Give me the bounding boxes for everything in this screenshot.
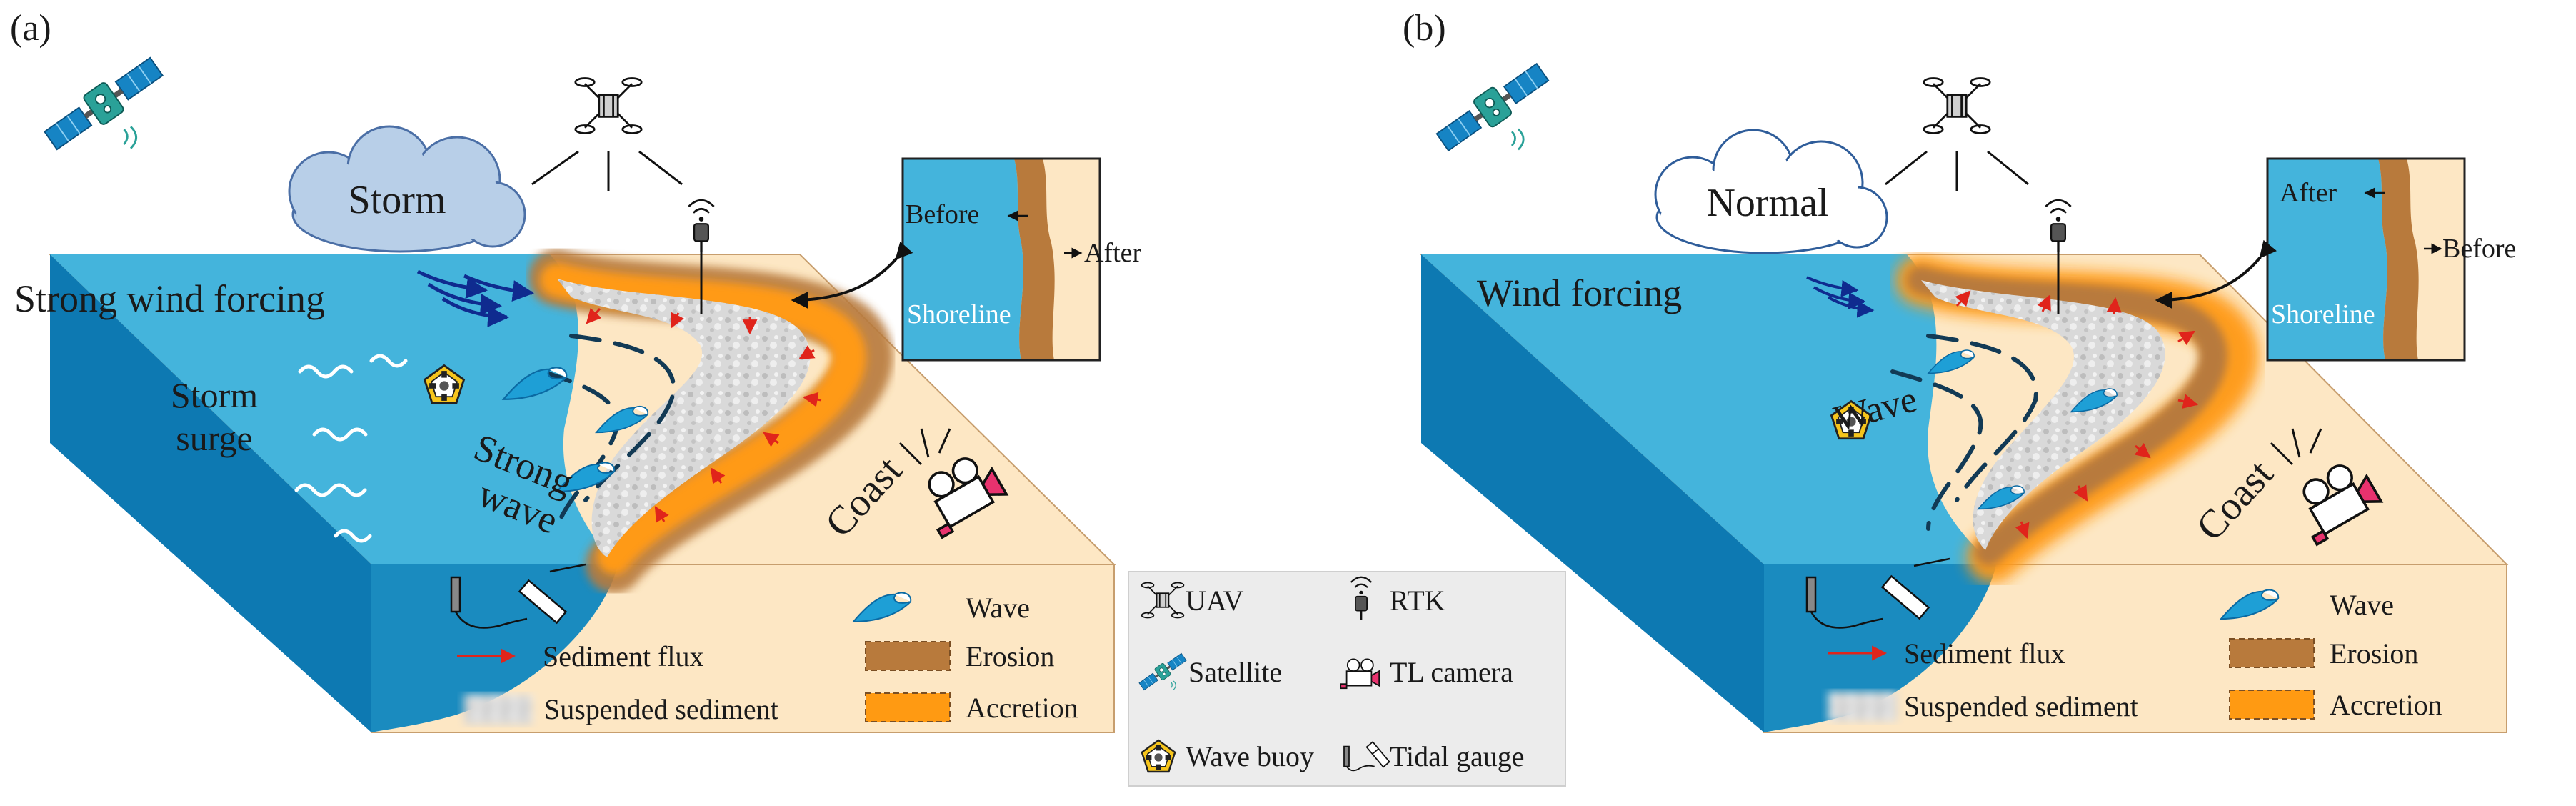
storm-cloud-a [288,125,526,253]
accretion-band-a [540,263,866,574]
wind-label-a: Strong wind forcing [14,277,325,320]
legend-erosion-b: Erosion [2330,637,2418,670]
inset-shoreline-b: Shoreline [2271,299,2375,329]
uav-icon [574,77,643,134]
legend-uav: UAV [1186,584,1244,617]
sea-side-a [50,254,371,732]
uav-view-lines-a [531,150,683,191]
legend-accretion-a: Accretion [966,692,1078,724]
inset-link-arrow-b [2155,239,2277,309]
legend-a [457,592,951,725]
normal-cloud-b [1654,129,1888,254]
shoreline-inset-a [901,157,1101,362]
legend-satellite: Satellite [1188,656,1282,688]
wind-label-b: Wind forcing [1477,272,1682,314]
rtk-icon [687,199,716,254]
legend-wave-a: Wave [966,592,1030,624]
sediment-flux-arrows-b [1955,290,2199,539]
legend-suspended-b: Suspended sediment [1904,690,2138,722]
front-tidal-gauge-b [1805,557,1950,629]
currents-b [1890,334,2038,531]
suspended-sediment-b [1921,280,2165,550]
legend-wave-b: Wave [2330,589,2394,621]
shoreline-inset-b [2266,157,2466,362]
inset-after-a: After [1084,238,1142,268]
surge-label-a-2: surge [176,418,252,458]
legend-flux-a: Sediment flux [543,640,704,672]
inset-after-b: After [2280,178,2337,208]
panel-a: Storm (a) Strong wind forcing Storm surg… [10,8,1142,733]
inset-shoreline-a: Shoreline [907,299,1011,329]
rtk-icon [2044,199,2073,254]
camera-view-lines-a [898,428,951,466]
panel-tag-b: (b) [1403,8,1446,49]
legend-tidal-gauge: Tidal gauge [1390,740,1525,772]
inset-link-arrow-a [791,241,913,309]
satellite-icon [39,51,168,156]
legend-tl-camera: TL camera [1390,656,1513,688]
suspended-sediment-a [557,279,811,557]
legend-b [1828,589,2315,722]
uav-icon [1923,77,1991,134]
sea-side-b [1421,254,1764,732]
front-tidal-gauge-a [450,563,586,629]
satellite-icon [1432,57,1553,157]
uav-view-lines-b [1885,150,2029,191]
camera-view-lines-b [2270,428,2322,466]
legend-suspended-a: Suspended sediment [544,693,778,725]
panel-tag-a: (a) [10,8,51,49]
cloud-label-b: Normal [1706,181,1828,225]
surge-whitecaps-a [294,354,408,543]
currents-a [541,334,676,531]
inset-before-a: Before [906,199,979,229]
wind-arrows-b [1806,276,1875,318]
sea-surface-b [1421,254,1993,564]
instrument-legend [1128,571,1566,787]
legend-wave-buoy: Wave buoy [1186,740,1314,772]
sediment-flux-arrows-a [586,307,822,523]
legend-rtk: RTK [1390,584,1445,617]
legend-erosion-a: Erosion [966,640,1054,672]
cloud-label-a: Storm [349,178,446,222]
wind-arrows-a [416,269,534,327]
surge-label-a-1: Storm [171,375,258,415]
panel-b: Normal (b) Wind forcing Wave Coast After… [1403,8,2516,733]
inset-before-b: Before [2442,234,2516,264]
sea-surface-a [50,254,614,564]
legend-accretion-b: Accretion [2330,689,2442,721]
erosion-band-b [1907,266,2227,566]
legend-flux-b: Sediment flux [1904,637,2065,670]
